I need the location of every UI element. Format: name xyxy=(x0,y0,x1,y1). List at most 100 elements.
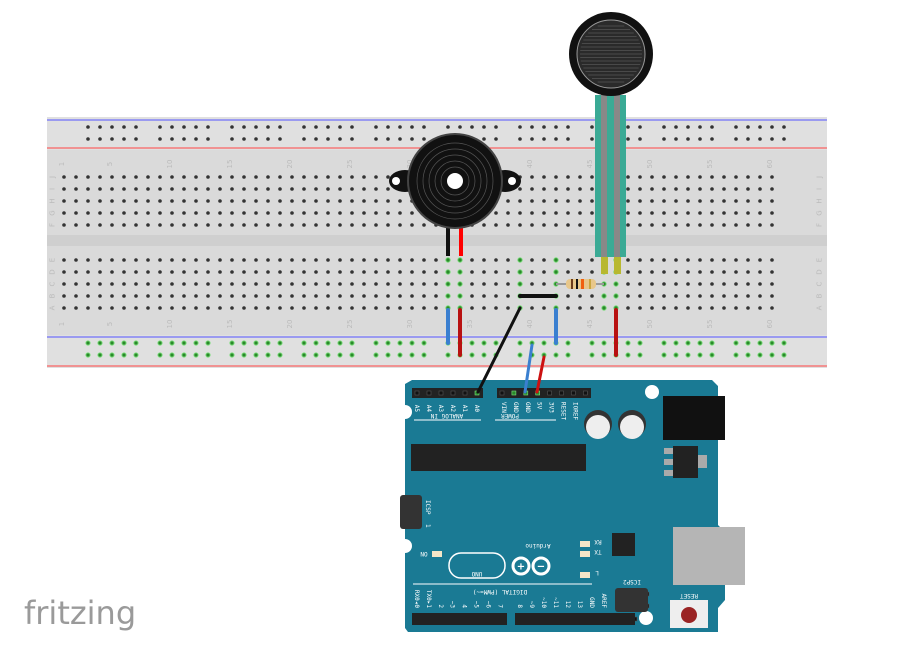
breadboard-hole[interactable] xyxy=(362,211,366,215)
breadboard-hole[interactable] xyxy=(386,175,390,179)
rail-hole[interactable] xyxy=(530,125,534,129)
rail-hole[interactable] xyxy=(397,352,403,358)
breadboard-hole[interactable] xyxy=(326,175,330,179)
breadboard-hole[interactable] xyxy=(626,199,630,203)
breadboard-hole[interactable] xyxy=(122,211,126,215)
breadboard-hole[interactable] xyxy=(158,270,162,274)
breadboard-hole[interactable] xyxy=(566,258,570,262)
breadboard-hole[interactable] xyxy=(74,258,78,262)
rail-hole[interactable] xyxy=(625,340,631,346)
breadboard-hole[interactable] xyxy=(674,258,678,262)
breadboard-hole[interactable] xyxy=(722,187,726,191)
breadboard-hole[interactable] xyxy=(506,258,510,262)
breadboard-hole[interactable] xyxy=(158,223,162,227)
rail-hole[interactable] xyxy=(98,125,102,129)
breadboard-hole[interactable] xyxy=(758,199,762,203)
rail-hole[interactable] xyxy=(110,137,114,141)
breadboard-hole[interactable] xyxy=(122,187,126,191)
breadboard-hole[interactable] xyxy=(386,211,390,215)
breadboard-hole[interactable] xyxy=(62,187,66,191)
rail-hole[interactable] xyxy=(686,125,690,129)
rail-hole[interactable] xyxy=(205,352,211,358)
rail-hole[interactable] xyxy=(194,137,198,141)
rail-hole[interactable] xyxy=(770,125,774,129)
rail-hole[interactable] xyxy=(686,137,690,141)
breadboard-hole[interactable] xyxy=(122,175,126,179)
rail-hole[interactable] xyxy=(193,352,199,358)
breadboard-hole[interactable] xyxy=(290,258,294,262)
breadboard-hole[interactable] xyxy=(254,223,258,227)
breadboard-hole[interactable] xyxy=(506,270,510,274)
breadboard-hole[interactable] xyxy=(578,270,582,274)
breadboard-hole[interactable] xyxy=(194,270,198,274)
breadboard-hole[interactable] xyxy=(590,294,594,298)
breadboard-hole[interactable] xyxy=(122,282,126,286)
rail-hole[interactable] xyxy=(698,125,702,129)
breadboard-hole[interactable] xyxy=(326,211,330,215)
breadboard-hole[interactable] xyxy=(566,294,570,298)
breadboard-hole[interactable] xyxy=(734,306,738,310)
rail-hole[interactable] xyxy=(733,352,739,358)
breadboard-hole[interactable] xyxy=(242,282,246,286)
breadboard-hole[interactable] xyxy=(530,199,534,203)
breadboard-hole[interactable] xyxy=(146,282,150,286)
breadboard-hole[interactable] xyxy=(206,223,210,227)
breadboard-hole[interactable] xyxy=(422,306,426,310)
breadboard-hole[interactable] xyxy=(758,306,762,310)
breadboard-hole[interactable] xyxy=(254,175,258,179)
breadboard-hole[interactable] xyxy=(74,270,78,274)
breadboard-hole[interactable] xyxy=(326,294,330,298)
rail-hole[interactable] xyxy=(493,340,499,346)
rail-hole[interactable] xyxy=(229,340,235,346)
breadboard-hole[interactable] xyxy=(98,199,102,203)
breadboard-hole[interactable] xyxy=(542,175,546,179)
breadboard-hole[interactable] xyxy=(650,306,654,310)
breadboard-hole[interactable] xyxy=(722,294,726,298)
rail-hole[interactable] xyxy=(109,340,115,346)
breadboard-hole[interactable] xyxy=(230,294,234,298)
rail-hole[interactable] xyxy=(590,125,594,129)
rail-hole[interactable] xyxy=(422,125,426,129)
breadboard-hole[interactable] xyxy=(590,175,594,179)
breadboard-hole[interactable] xyxy=(242,175,246,179)
breadboard-hole[interactable] xyxy=(710,306,714,310)
rail-hole[interactable] xyxy=(469,340,475,346)
breadboard-hole[interactable] xyxy=(674,187,678,191)
breadboard-hole[interactable] xyxy=(278,199,282,203)
rail-hole[interactable] xyxy=(302,137,306,141)
breadboard-hole[interactable] xyxy=(62,270,66,274)
breadboard-hole[interactable] xyxy=(398,294,402,298)
rail-hole[interactable] xyxy=(662,125,666,129)
breadboard-hole[interactable] xyxy=(758,175,762,179)
breadboard-hole[interactable] xyxy=(170,258,174,262)
rail-hole[interactable] xyxy=(242,125,246,129)
breadboard-hole[interactable] xyxy=(722,223,726,227)
breadboard-hole[interactable] xyxy=(206,199,210,203)
breadboard-hole[interactable] xyxy=(422,282,426,286)
breadboard-hole[interactable] xyxy=(266,270,270,274)
breadboard-hole[interactable] xyxy=(134,211,138,215)
breadboard-hole[interactable] xyxy=(302,187,306,191)
breadboard-hole[interactable] xyxy=(734,199,738,203)
rail-hole[interactable] xyxy=(182,125,186,129)
rail-hole[interactable] xyxy=(481,340,487,346)
rail-hole[interactable] xyxy=(566,137,570,141)
breadboard-hole[interactable] xyxy=(98,187,102,191)
breadboard-hole[interactable] xyxy=(278,306,282,310)
rail-hole[interactable] xyxy=(482,125,486,129)
rail-hole[interactable] xyxy=(530,137,534,141)
breadboard-hole[interactable] xyxy=(86,175,90,179)
breadboard-hole[interactable] xyxy=(626,282,630,286)
breadboard-hole[interactable] xyxy=(194,223,198,227)
breadboard-hole[interactable] xyxy=(182,175,186,179)
breadboard-hole[interactable] xyxy=(770,199,774,203)
breadboard-hole[interactable] xyxy=(710,282,714,286)
breadboard-hole[interactable] xyxy=(74,294,78,298)
breadboard-hole[interactable] xyxy=(662,187,666,191)
rail-hole[interactable] xyxy=(230,137,234,141)
breadboard-hole[interactable] xyxy=(722,282,726,286)
breadboard-hole[interactable] xyxy=(158,211,162,215)
breadboard-hole[interactable] xyxy=(338,211,342,215)
breadboard-hole[interactable] xyxy=(734,175,738,179)
rail-hole[interactable] xyxy=(673,340,679,346)
